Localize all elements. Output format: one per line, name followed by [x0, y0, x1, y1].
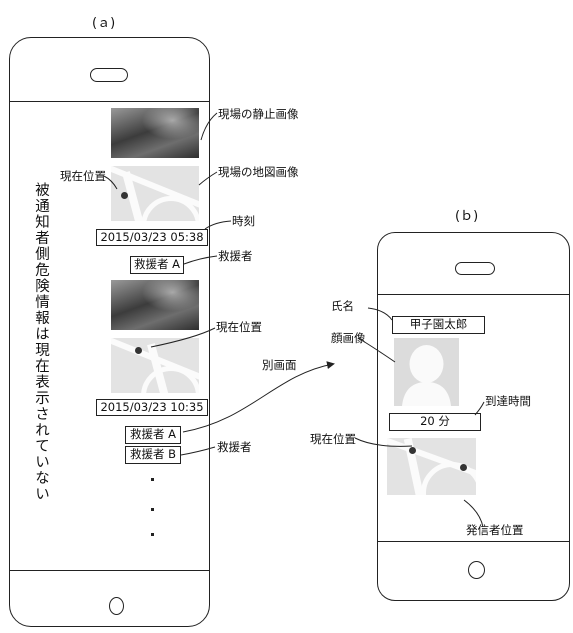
- rescuer-tag-a-1[interactable]: 救援者 A: [130, 256, 184, 274]
- position-map[interactable]: [387, 438, 476, 495]
- note-map-image: 現場の地図画像: [218, 165, 299, 179]
- vertical-message: 被通知者側危険情報は現在表示されていない: [33, 182, 49, 502]
- note-name: 氏名: [331, 299, 354, 313]
- scene-still-image[interactable]: [111, 108, 199, 158]
- caller-position-pin-icon: [460, 464, 467, 471]
- rescuer-tag-a-2[interactable]: 救援者 A: [125, 426, 181, 444]
- face-image: [394, 338, 459, 406]
- home-button[interactable]: [468, 561, 485, 579]
- scene-map-image-2[interactable]: [111, 338, 199, 393]
- top-divider: [378, 294, 569, 295]
- note-other-screen: 別画面: [262, 358, 297, 372]
- ellipsis-dot: [151, 508, 154, 511]
- note-face-image: 顔画像: [331, 331, 366, 345]
- figure-b-label: (ｂ): [455, 209, 479, 224]
- note-arrival-time: 到達時間: [485, 394, 531, 408]
- home-button[interactable]: [109, 597, 124, 615]
- timestamp-2: 2015/03/23 10:35: [96, 399, 208, 416]
- ellipsis-dot: [151, 478, 154, 481]
- note-current-position: 現在位置: [310, 432, 356, 446]
- scene-map-image[interactable]: [111, 166, 199, 221]
- figure-a-label: (ａ): [92, 16, 116, 31]
- rescuer-tag-b[interactable]: 救援者 B: [125, 446, 181, 464]
- note-time: 時刻: [232, 214, 255, 228]
- note-still-image: 現場の静止画像: [218, 107, 299, 121]
- timestamp-1: 2015/03/23 05:38: [96, 229, 208, 246]
- note-current-position-1: 現在位置: [60, 169, 106, 183]
- map-pin-icon: [121, 192, 128, 199]
- note-rescuer-2: 救援者: [217, 440, 252, 454]
- top-divider: [10, 101, 209, 102]
- note-caller-position: 発信者位置: [466, 523, 524, 537]
- map-pin-icon: [135, 347, 142, 354]
- speaker-slot: [90, 68, 128, 82]
- current-position-pin-icon: [409, 447, 416, 454]
- scene-still-image-2[interactable]: [111, 280, 199, 330]
- arrival-time-field: 20 分: [389, 413, 481, 431]
- note-current-position-2: 現在位置: [216, 320, 262, 334]
- note-rescuer-1: 救援者: [218, 249, 253, 263]
- ellipsis-dot: [151, 533, 154, 536]
- bottom-divider: [378, 541, 569, 542]
- speaker-slot: [455, 262, 495, 275]
- bottom-divider: [10, 570, 209, 571]
- name-field: 甲子園太郎: [392, 316, 485, 334]
